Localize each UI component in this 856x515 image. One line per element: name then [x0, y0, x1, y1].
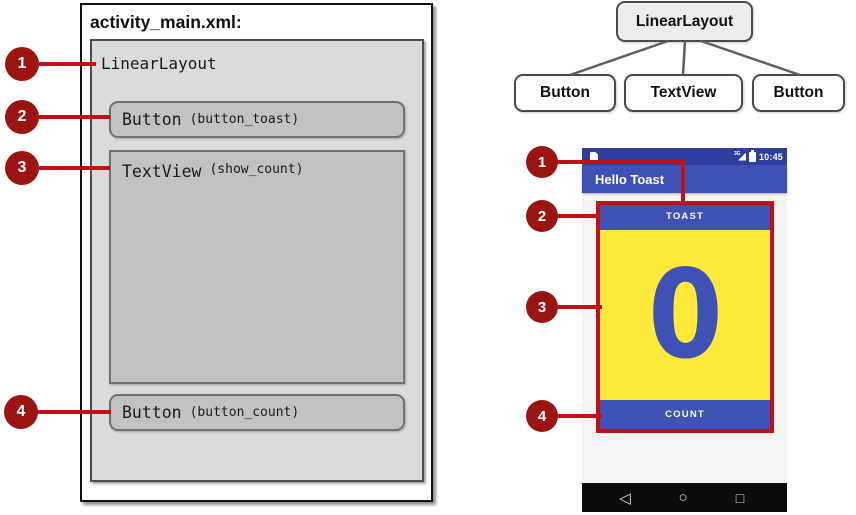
show-count-textview: 0 [599, 230, 771, 400]
view-id-label: (show_count) [209, 162, 304, 177]
tree-node-label: TextView [650, 84, 717, 101]
callout-number: 4 [16, 403, 26, 420]
count-value: 0 [647, 244, 723, 386]
callout-line-4 [35, 410, 111, 414]
linearlayout-container-box: LinearLayout Button (button_toast) TextV… [90, 39, 424, 482]
callout-number: 1 [17, 55, 27, 72]
callout-line-2-phone [555, 214, 600, 218]
callout-badge-2-phone: 2 [526, 200, 558, 232]
view-type-label: Button [122, 403, 182, 422]
callout-line-4-phone [555, 414, 602, 418]
callout-line-1-phone-vertical [681, 160, 685, 204]
signal-icon: 3G [733, 150, 746, 162]
callout-badge-4-phone: 4 [526, 400, 558, 432]
linearlayout-label: LinearLayout [101, 54, 217, 73]
tree-node-button-1: Button [514, 74, 616, 112]
navigation-bar: ◁ ○ □ [582, 483, 787, 512]
status-time: 10:45 [758, 151, 783, 162]
view-id-label: (button_toast) [189, 112, 300, 127]
tree-node-label: LinearLayout [635, 12, 734, 30]
tree-node-button-2: Button [752, 74, 845, 112]
count-button[interactable]: COUNT [599, 400, 771, 429]
tree-node-label: Button [773, 84, 824, 101]
app-bar-title: Hello Toast [595, 171, 665, 187]
callout-line-3-phone [555, 305, 602, 309]
button-count-box: Button (button_count) [109, 394, 405, 431]
tree-node-label: Button [540, 84, 590, 101]
callout-number: 3 [17, 159, 27, 176]
home-icon[interactable]: ○ [678, 489, 688, 506]
view-type-label: TextView [122, 162, 202, 181]
callout-line-2 [36, 115, 110, 119]
callout-number: 4 [537, 407, 547, 425]
tree-node-textview: TextView [624, 74, 743, 112]
notification-icon [590, 152, 598, 161]
callout-badge-3: 3 [5, 151, 39, 185]
callout-number: 2 [17, 108, 27, 125]
callout-number: 2 [537, 207, 547, 225]
battery-icon [748, 149, 756, 162]
button-toast-box: Button (button_toast) [109, 101, 405, 138]
recents-icon[interactable]: □ [735, 489, 745, 506]
callout-line-3 [36, 166, 110, 170]
tree-node-linearlayout: LinearLayout [616, 1, 753, 42]
xml-layout-panel: activity_main.xml: LinearLayout Button (… [80, 3, 433, 502]
view-id-label: (button_count) [189, 405, 300, 420]
callout-number: 1 [537, 153, 547, 171]
back-icon[interactable]: ◁ [619, 489, 631, 507]
callout-badge-4: 4 [4, 395, 38, 429]
textview-show-count-box: TextView (show_count) [109, 150, 405, 384]
callout-badge-2: 2 [5, 100, 39, 134]
count-button-label: COUNT [665, 409, 705, 420]
callout-badge-3-phone: 3 [526, 291, 558, 323]
view-type-label: Button [122, 110, 182, 129]
toast-button[interactable]: TOAST [599, 203, 771, 230]
callout-badge-1-phone: 1 [526, 146, 558, 178]
signal-type-label: 3G [733, 150, 741, 157]
callout-line-1 [36, 62, 96, 66]
callout-number: 3 [537, 298, 547, 316]
callout-badge-1: 1 [5, 47, 39, 81]
callout-line-1-phone [555, 160, 685, 164]
toast-button-label: TOAST [665, 211, 705, 222]
panel-title: activity_main.xml: [90, 12, 242, 32]
